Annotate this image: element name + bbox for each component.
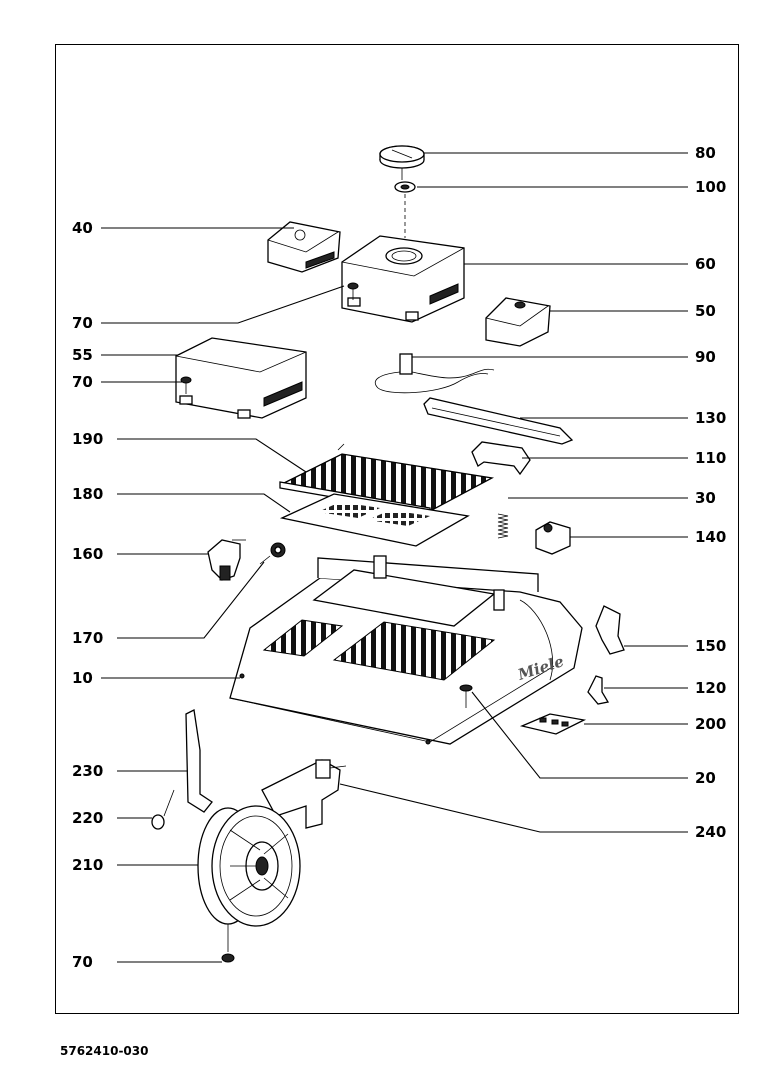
label-70-top: 70 — [72, 314, 93, 332]
part-110-bracket — [471, 441, 531, 476]
part-70-screw-top — [347, 282, 359, 300]
part-55-box — [175, 337, 307, 419]
label-90: 90 — [695, 348, 716, 366]
leader-240 — [339, 783, 688, 833]
label-20: 20 — [695, 769, 716, 787]
label-70-bottom: 70 — [72, 953, 93, 971]
label-110: 110 — [695, 449, 726, 467]
label-180: 180 — [72, 485, 103, 503]
label-170: 170 — [72, 629, 103, 647]
label-60: 60 — [695, 255, 716, 273]
part-150-clip — [595, 605, 625, 655]
part-90-switch — [374, 353, 495, 394]
label-80: 80 — [695, 144, 716, 162]
part-170-spring — [259, 542, 286, 565]
part-180-filter-plate — [279, 493, 470, 547]
label-160: 160 — [72, 545, 103, 563]
part-10-base-housing — [229, 555, 583, 745]
part-50-cover — [485, 297, 551, 347]
label-220: 220 — [72, 809, 103, 827]
part-220-ring — [151, 789, 175, 830]
label-150: 150 — [695, 637, 726, 655]
label-100: 100 — [695, 178, 726, 196]
leader-180 — [117, 493, 291, 513]
document-number: 5762410-030 — [60, 1044, 149, 1058]
part-200-circuit-board — [519, 713, 587, 735]
leader-170 — [117, 561, 265, 639]
part-120-clip — [587, 675, 610, 705]
leader-190 — [117, 438, 307, 473]
label-70-left: 70 — [72, 373, 93, 391]
part-160-latch — [207, 539, 246, 581]
leader-70-top — [101, 285, 345, 324]
part-80-knob — [379, 145, 425, 180]
label-130: 130 — [695, 409, 726, 427]
part-20-screw — [459, 684, 473, 708]
label-40: 40 — [72, 219, 93, 237]
part-140-switch — [535, 521, 571, 555]
label-30: 30 — [695, 489, 716, 507]
label-50: 50 — [695, 302, 716, 320]
part-labels: 80 100 40 60 70 50 55 70 90 130 190 110 … — [72, 144, 726, 971]
label-190: 190 — [72, 430, 103, 448]
leader-20 — [471, 691, 688, 779]
label-200: 200 — [695, 715, 726, 733]
part-210-cable-reel — [197, 805, 301, 927]
drawing-frame — [55, 44, 739, 1014]
part-230-lever — [185, 709, 213, 813]
part-30-spring — [497, 513, 509, 539]
part-70-screw-bottom — [221, 924, 235, 963]
part-240-cable-arm — [261, 759, 347, 829]
part-100-nut — [394, 181, 416, 238]
part-130-strip — [423, 397, 574, 445]
label-230: 230 — [72, 762, 103, 780]
label-240: 240 — [695, 823, 726, 841]
label-10: 10 — [72, 669, 93, 687]
leader-lines — [101, 152, 688, 963]
part-40-cover — [267, 221, 341, 273]
part-60-housing — [341, 235, 465, 323]
label-55: 55 — [72, 346, 93, 364]
label-140: 140 — [695, 528, 726, 546]
part-70-screw-left — [180, 376, 192, 394]
label-120: 120 — [695, 679, 726, 697]
label-210: 210 — [72, 856, 103, 874]
